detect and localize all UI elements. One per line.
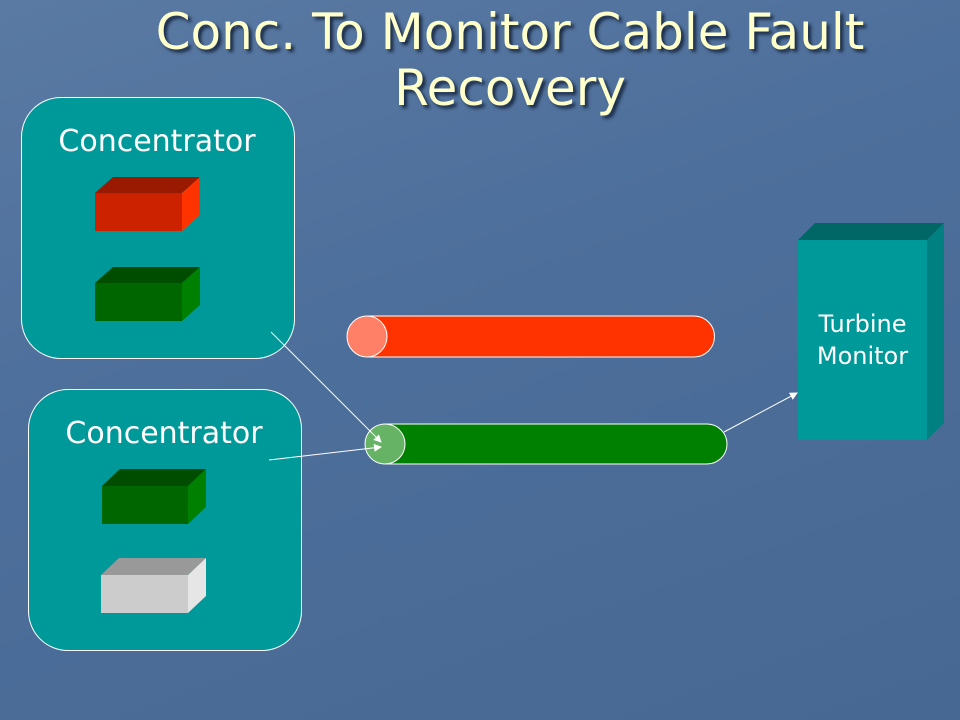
green-module-block-top [95, 267, 200, 321]
concentrator-bottom-label: Concentrator [65, 416, 263, 451]
green-cable [364, 423, 728, 465]
title-line-1: Conc. To Monitor Cable Fault [155, 3, 865, 61]
slide-title: Conc. To Monitor Cable Fault Recovery [60, 4, 960, 116]
gray-module-block [101, 558, 206, 613]
monitor-label-line-1: Turbine [818, 310, 907, 338]
red-cable [346, 315, 715, 358]
monitor-label-line-2: Monitor [816, 342, 909, 370]
turbine-monitor-box [798, 223, 944, 440]
green-module-block-bottom [102, 469, 206, 524]
red-module-block [95, 177, 200, 231]
connector-green-cable-to-monitor [723, 392, 798, 433]
title-line-2: Recovery [394, 59, 626, 117]
concentrator-top-label: Concentrator [58, 124, 256, 159]
connector-top-concentrator-to-green-cable [270, 331, 382, 443]
connector-bottom-concentrator-to-green-cable [268, 443, 382, 461]
turbine-monitor-label: Turbine Monitor [798, 308, 927, 372]
